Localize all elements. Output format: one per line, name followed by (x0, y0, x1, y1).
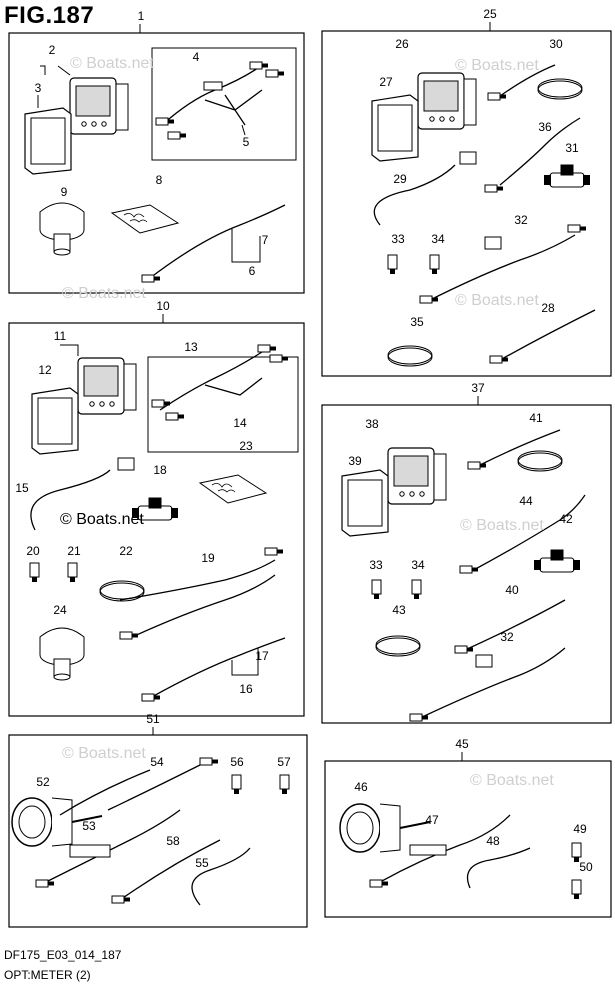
callout-32: 32 (514, 213, 528, 227)
panel-kit-1 (8, 24, 305, 294)
callout-36: 36 (538, 120, 552, 134)
callout-14: 14 (233, 416, 247, 430)
meter-unit-2 (69, 77, 129, 135)
callout-12: 12 (38, 363, 52, 377)
watermark: © Boats.net (470, 772, 554, 789)
callout-20: 20 (26, 544, 40, 558)
watermark: © Boats.net (62, 745, 146, 762)
callouts: 1 2 3 4 5 6 7 8 9 10 11 12 13 14 15 16 1… (15, 7, 593, 874)
callout-54: 54 (150, 755, 164, 769)
callout-17: 17 (255, 649, 269, 663)
callout-41: 41 (529, 411, 543, 425)
callout-10: 10 (156, 299, 170, 313)
callout-9: 9 (61, 185, 68, 199)
panel-kit-10 (8, 314, 305, 717)
callout-40: 40 (505, 583, 519, 597)
callout-58: 58 (166, 834, 180, 848)
callout-53: 53 (82, 819, 96, 833)
callout-35: 35 (410, 315, 424, 329)
panel-kit-51 (8, 727, 308, 928)
meter-unit-11 (77, 357, 137, 415)
callout-56: 56 (230, 755, 244, 769)
callout-2: 2 (49, 43, 56, 57)
callout-37: 37 (471, 381, 485, 395)
callout-55: 55 (195, 856, 209, 870)
meter-cover-3 (24, 107, 72, 175)
callout-49: 49 (573, 822, 587, 836)
callout-32: 32 (500, 630, 514, 644)
footer-caption: OPT:METER (2) (4, 968, 91, 982)
callout-28: 28 (541, 301, 555, 315)
callout-13: 13 (184, 340, 198, 354)
panel-kit-45 (324, 752, 612, 918)
callout-23: 23 (239, 439, 253, 453)
watermark: © Boats.net (70, 55, 154, 72)
callout-26: 26 (395, 37, 409, 51)
callout-45: 45 (455, 737, 469, 751)
callout-33: 33 (369, 558, 383, 572)
callout-42: 42 (559, 512, 573, 526)
callout-51: 51 (146, 712, 160, 726)
meter-cover-39 (341, 469, 389, 537)
footer-code: DF175_E03_014_187 (4, 948, 122, 962)
callout-24: 24 (53, 603, 67, 617)
callout-6: 6 (249, 264, 256, 278)
callout-46: 46 (354, 780, 368, 794)
meter-unit-38 (387, 447, 447, 505)
watermark: © Boats.net (455, 57, 539, 74)
meter-cover-12 (31, 387, 79, 455)
meter-unit-26 (417, 72, 477, 130)
callout-34: 34 (431, 232, 445, 246)
callout-57: 57 (277, 755, 291, 769)
callout-18: 18 (153, 463, 167, 477)
callout-31: 31 (565, 141, 579, 155)
callout-1: 1 (138, 9, 145, 23)
meter-cover-27 (371, 94, 419, 162)
callout-39: 39 (348, 454, 362, 468)
callout-34: 34 (411, 558, 425, 572)
callout-25: 25 (483, 7, 497, 21)
watermark: © Boats.net (62, 285, 146, 302)
callout-19: 19 (201, 551, 215, 565)
watermark: © Boats.net (460, 517, 544, 534)
watermark: © Boats.net (60, 511, 144, 528)
callout-5: 5 (243, 135, 250, 149)
callout-3: 3 (35, 81, 42, 95)
callout-11: 11 (54, 329, 67, 343)
callout-43: 43 (392, 603, 406, 617)
callout-47: 47 (425, 813, 439, 827)
callout-15: 15 (15, 481, 29, 495)
callout-33: 33 (391, 232, 405, 246)
callout-52: 52 (36, 775, 50, 789)
callout-7: 7 (262, 233, 269, 247)
callout-29: 29 (393, 172, 407, 186)
watermark: © Boats.net (455, 292, 539, 309)
figure-title: FIG.187 (4, 2, 95, 29)
callout-21: 21 (67, 544, 81, 558)
callout-48: 48 (486, 834, 500, 848)
callout-16: 16 (239, 682, 253, 696)
callout-44: 44 (519, 494, 533, 508)
panel-kit-25 (321, 22, 612, 377)
callout-8: 8 (156, 173, 163, 187)
callout-30: 30 (549, 37, 563, 51)
callout-50: 50 (579, 860, 593, 874)
callout-22: 22 (119, 544, 133, 558)
callout-27: 27 (379, 75, 393, 89)
callout-38: 38 (365, 417, 379, 431)
panel-kit-37 (321, 396, 612, 724)
callout-4: 4 (193, 50, 200, 64)
